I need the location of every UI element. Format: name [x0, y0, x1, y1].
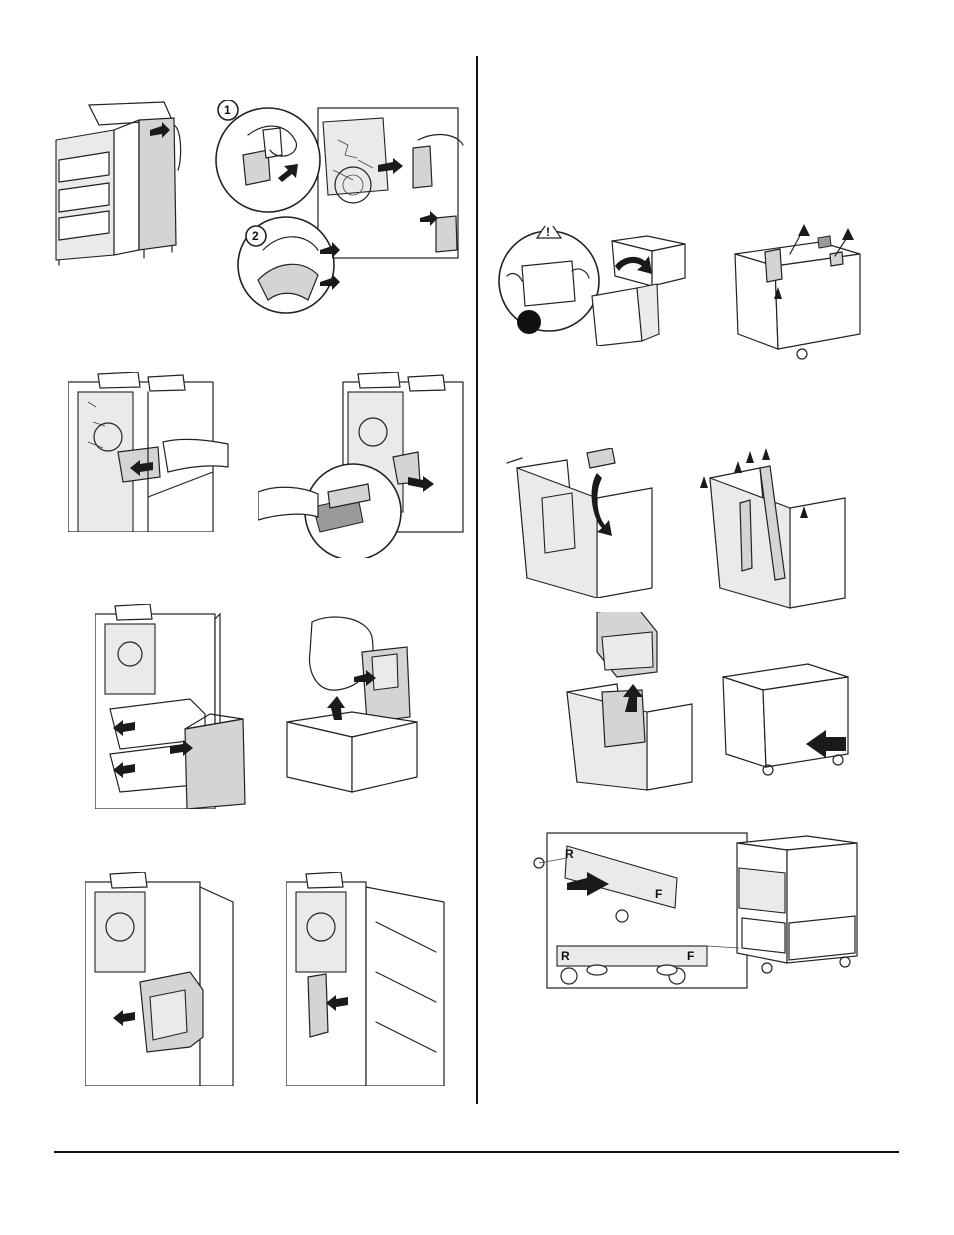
fig-booklet-maker-installed [286, 872, 446, 1086]
fig-remove-packing-tape-callouts: 1 2 [208, 100, 466, 315]
svg-text:!: ! [546, 226, 550, 239]
fig-attach-bracket: R F R F [527, 828, 872, 993]
fig-remove-drawer-spacer [497, 448, 657, 598]
fig-remove-tray-tape [730, 224, 868, 362]
fig-lift-tray-heavy-warning: ! [497, 226, 687, 346]
bracket-label-r-bottom: R [561, 949, 570, 963]
bracket-label-r-top: R [565, 847, 574, 861]
callout-2: 2 [252, 229, 259, 243]
fig-push-tray-module [718, 642, 858, 777]
fig-remove-drawer-tapes [690, 448, 850, 610]
column-divider [476, 56, 478, 1104]
bracket-label-f-bottom: F [687, 949, 694, 963]
bracket-label-f-top: F [655, 887, 662, 901]
fig-remove-packing-from-finisher [95, 604, 255, 809]
fig-finisher-open-front-door [54, 100, 189, 268]
fig-stapler-unit-detail [258, 372, 466, 558]
fig-remove-drawer-insert [557, 612, 697, 792]
page-footer-rule [54, 1151, 899, 1153]
fig-insert-booklet-maker [85, 872, 235, 1086]
callout-1: 1 [224, 103, 231, 117]
fig-pull-out-stapler-unit [68, 372, 233, 532]
weight-icon [517, 310, 541, 334]
printer-finisher-icon [54, 100, 189, 268]
fig-unpack-booklet-maker [282, 612, 422, 808]
